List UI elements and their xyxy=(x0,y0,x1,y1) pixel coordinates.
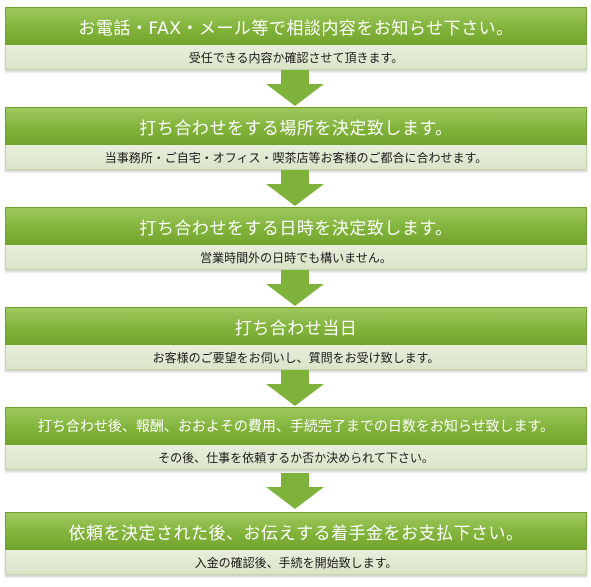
step-2-detail: 当事務所・ご自宅・オフィス・喫茶店等お客様のご都合に合わせます。 xyxy=(5,145,587,170)
step-5: 打ち合わせ後、報酬、おおよその費用、手続完了までの日数をお知らせ致します。 その… xyxy=(5,407,587,470)
step-4-detail: お客様のご要望をお伺いし、質問をお受け致します。 xyxy=(5,345,587,370)
step-6-title: 依頼を決定された後、お伝えする着手金をお支払下さい。 xyxy=(5,512,587,550)
flow-arrow-2 xyxy=(266,170,324,206)
flow-arrow-1 xyxy=(266,70,324,106)
step-1-detail: 受任できる内容か確認させて頂きます。 xyxy=(5,45,587,70)
flow-arrow-4 xyxy=(266,370,324,406)
step-3-detail: 営業時間外の日時でも構いません。 xyxy=(5,245,587,270)
step-1-title: お電話・FAX・メール等で相談内容をお知らせ下さい。 xyxy=(5,7,587,45)
step-5-title: 打ち合わせ後、報酬、おおよその費用、手続完了までの日数をお知らせ致します。 xyxy=(5,407,587,445)
step-4: 打ち合わせ当日 お客様のご要望をお伺いし、質問をお受け致します。 xyxy=(5,307,587,370)
step-3-title: 打ち合わせをする日時を決定致します。 xyxy=(5,207,587,245)
step-4-title: 打ち合わせ当日 xyxy=(5,307,587,345)
step-6-detail: 入金の確認後、手続を開始致します。 xyxy=(5,550,587,575)
flow-arrow-5 xyxy=(266,473,324,509)
step-6: 依頼を決定された後、お伝えする着手金をお支払下さい。 入金の確認後、手続を開始致… xyxy=(5,512,587,575)
step-2: 打ち合わせをする場所を決定致します。 当事務所・ご自宅・オフィス・喫茶店等お客様… xyxy=(5,107,587,170)
step-3: 打ち合わせをする日時を決定致します。 営業時間外の日時でも構いません。 xyxy=(5,207,587,270)
flow-arrow-3 xyxy=(266,270,324,306)
step-5-detail: その後、仕事を依頼するか否か決められて下さい。 xyxy=(5,445,587,470)
step-1: お電話・FAX・メール等で相談内容をお知らせ下さい。 受任できる内容か確認させて… xyxy=(5,7,587,70)
step-2-title: 打ち合わせをする場所を決定致します。 xyxy=(5,107,587,145)
